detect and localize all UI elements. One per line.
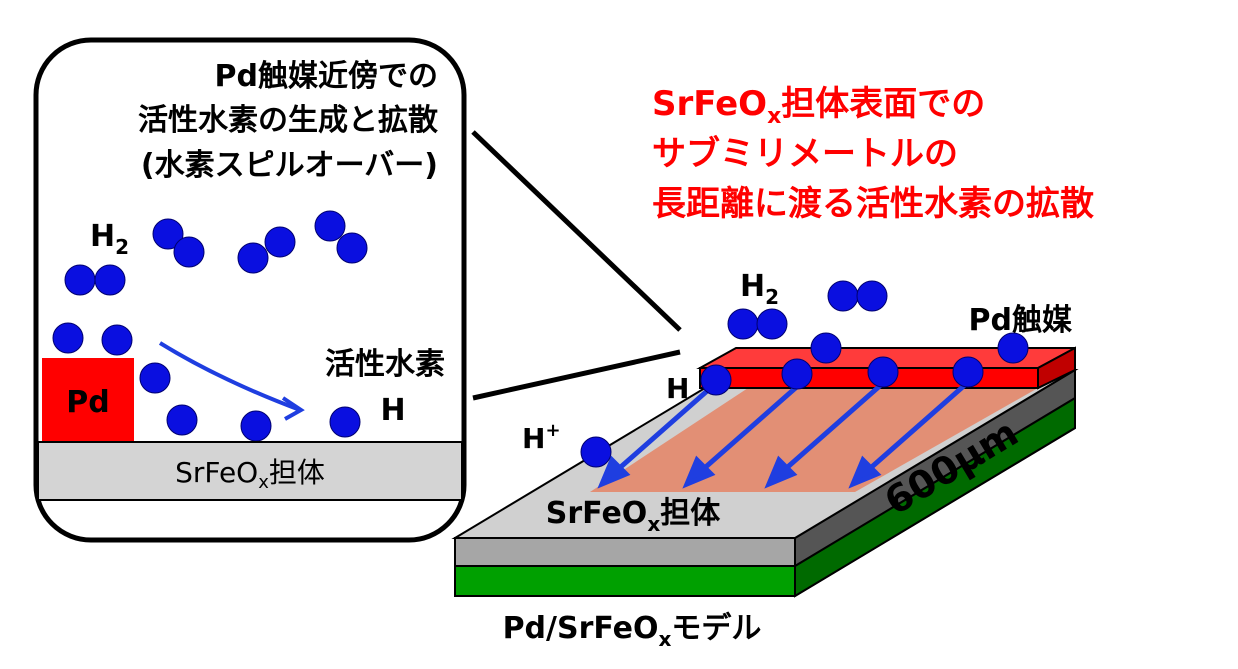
callout-panel: Pd触媒近傍での 活性水素の生成と拡散 (水素スピルオーバー) H2 Pd 活性… [33, 37, 682, 543]
hydrogen-atom [756, 308, 788, 340]
hydrogen-atom [810, 332, 842, 364]
callout-title-line-3: (水素スピルオーバー) [141, 148, 438, 183]
pd-label: Pd [66, 385, 109, 420]
callout-title-line-2: 活性水素の生成と拡散 [138, 103, 438, 138]
diffusion-arrow [864, 382, 968, 474]
hydrogen-atom [700, 364, 732, 396]
spillover-arrowhead-left [281, 396, 305, 421]
hydrogen-atom [580, 436, 612, 468]
model-h-label: H [666, 372, 689, 405]
callout-title-line-1: Pd触媒近傍での [215, 59, 438, 94]
headline-line-2: サブミリメートルの [652, 134, 958, 174]
model-support-label: SrFeOx担体 [546, 496, 721, 536]
diffusion-arrows [597, 382, 968, 489]
hydrogen-atom [997, 332, 1029, 364]
hydrogen-atom [52, 322, 84, 354]
hydrogen-atom [867, 356, 899, 388]
hydrogen-atom [64, 264, 96, 296]
hydrogen-atom [314, 210, 346, 242]
diffusion-arrowhead [597, 455, 631, 489]
callout-pointer-top [471, 130, 682, 332]
hydrogen-atom [166, 404, 198, 436]
callout-h2-label: H2 [90, 219, 129, 259]
support-slab-front [454, 537, 796, 567]
headline-line-3: 長距離に渡る活性水素の拡散 [652, 184, 1094, 224]
pd-strip-side [1037, 346, 1076, 390]
hydrogen-atom [94, 264, 126, 296]
callout-pointer-bottom [472, 349, 681, 401]
hydrogen-atom [237, 242, 269, 274]
diffusion-arrow [780, 382, 884, 474]
hydrogen-atom [264, 226, 296, 258]
callout-support-label: SrFeOx担体 [175, 456, 325, 493]
hydrogen-atom [101, 324, 133, 356]
hydrogen-atom [727, 308, 759, 340]
hydrogen-atom [173, 236, 205, 268]
diffusion-arrowhead [682, 455, 716, 489]
active-hydrogen-label: 活性水素 [325, 347, 445, 382]
pd-catalyst-label: Pd触媒 [969, 303, 1073, 338]
h-plus-label: H+ [522, 420, 561, 455]
headline: SrFeOx担体表面での サブミリメートルの 長距離に渡る活性水素の拡散 [652, 84, 1094, 224]
diffusion-arrowhead [848, 455, 882, 489]
diffusion-arrowhead [764, 455, 798, 489]
hydrogen-atom [952, 356, 984, 388]
model-caption: Pd/SrFeOxモデル [503, 611, 762, 651]
diffusion-arrow [613, 382, 717, 474]
model: H2 Pd触媒 H H+ SrFeOx担体 600μm Pd/SrFeOxモデル [451, 269, 1079, 651]
hydrogen-atom [240, 410, 272, 442]
hydrogen-atom [856, 280, 888, 312]
hydrogen-atom [336, 232, 368, 264]
active-h-label: H [380, 393, 405, 428]
callout-support-bar [37, 441, 463, 501]
hydrogen-atom [139, 362, 171, 394]
callout-hydrogen-atoms [52, 210, 368, 442]
hydrogen-atom [827, 280, 859, 312]
hydrogen-atom [152, 218, 184, 250]
hydrogen-atom [781, 358, 813, 390]
hydrogen-atom [329, 406, 361, 438]
model-hydrogen-atoms [580, 280, 1029, 468]
model-h2-label: H2 [740, 269, 779, 309]
pd-block [42, 358, 134, 442]
headline-line-1: SrFeOx担体表面での [652, 84, 985, 129]
spillover-arrow-left [158, 341, 301, 412]
diffusion-arrow [698, 382, 802, 474]
